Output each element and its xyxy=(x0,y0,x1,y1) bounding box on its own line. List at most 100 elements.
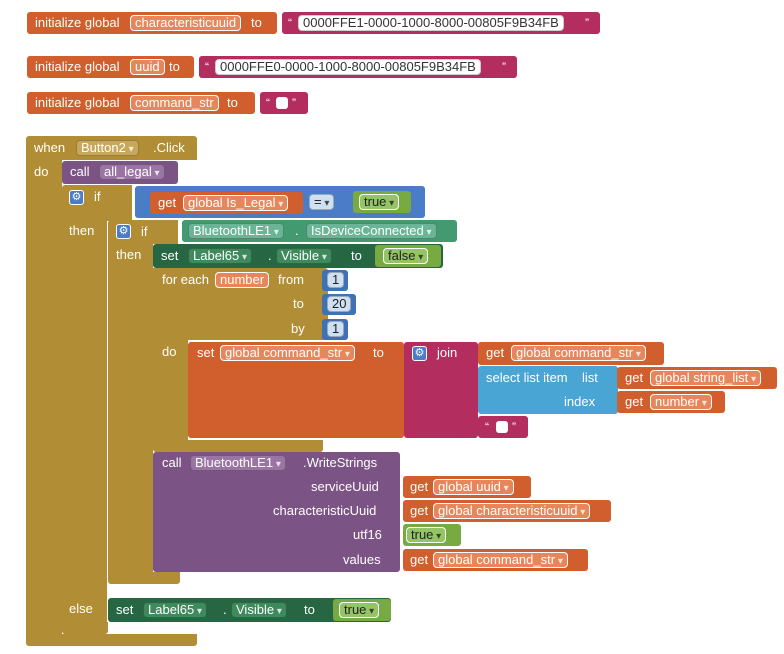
dot-label: . xyxy=(223,602,227,617)
is-device-connected-block[interactable]: BluetoothLE1 . IsDeviceConnected xyxy=(182,220,457,242)
from-number-block[interactable]: 1 xyxy=(322,270,348,291)
empty-string-block[interactable]: “ ” xyxy=(260,92,308,114)
true-block[interactable]: true xyxy=(353,191,411,213)
global-name-field[interactable]: characteristicuuid xyxy=(130,15,242,31)
property-dropdown[interactable]: IsDeviceConnected xyxy=(306,223,437,239)
procedure-dropdown[interactable]: all_legal xyxy=(99,164,165,180)
index-label: index xyxy=(564,394,596,409)
by-number-block[interactable]: 1 xyxy=(322,319,348,340)
get-label: get xyxy=(410,503,429,518)
init-global-command-str-block[interactable]: initialize global command_str to xyxy=(27,92,255,114)
join-block[interactable]: ⚙ join xyxy=(404,342,478,438)
component-dropdown[interactable]: Button2 xyxy=(76,140,139,156)
get-characteristicuuid-block[interactable]: get global characteristicuuid xyxy=(403,500,611,522)
init-keyword: initialize global xyxy=(35,95,120,110)
service-uuid-label: serviceUuid xyxy=(311,479,379,494)
to-label: to xyxy=(304,602,315,617)
empty-string-value[interactable] xyxy=(276,97,288,109)
get-command-str-block[interactable]: get global command_str xyxy=(478,342,664,365)
call-label: call xyxy=(70,164,90,179)
for-each-block[interactable]: for each number from to by xyxy=(153,268,328,340)
true-block[interactable]: true xyxy=(333,599,391,621)
mutator-gear-icon[interactable]: ⚙ xyxy=(116,224,131,239)
mutator-gear-icon[interactable]: ⚙ xyxy=(69,190,84,205)
utf16-true-block[interactable]: true xyxy=(403,524,461,546)
variable-dropdown[interactable]: global Is_Legal xyxy=(183,195,289,211)
quote-open: “ xyxy=(266,96,270,110)
variable-dropdown[interactable]: global command_str xyxy=(511,345,646,361)
boolean-dropdown[interactable]: true xyxy=(406,527,447,543)
component-dropdown[interactable]: BluetoothLE1 xyxy=(188,223,284,239)
string-value[interactable]: 0000FFE1-0000-1000-8000-00805F9B34FB xyxy=(298,15,564,31)
variable-dropdown[interactable]: global characteristicuuid xyxy=(433,503,591,519)
property-dropdown[interactable]: Visible xyxy=(276,248,332,264)
get-label: get xyxy=(625,370,644,385)
string-block[interactable]: “ 0000FFE1-0000-1000-8000-00805F9B34FB ” xyxy=(282,12,600,34)
boolean-dropdown[interactable]: true xyxy=(359,194,400,210)
for-each-label: for each xyxy=(162,272,209,287)
call-label: call xyxy=(162,455,182,470)
empty-string-value[interactable] xyxy=(496,421,508,433)
method-label: .WriteStrings xyxy=(303,455,378,470)
quote-close: ” xyxy=(512,420,516,434)
do-label: do xyxy=(162,344,177,359)
dot-label: . xyxy=(295,223,299,238)
false-block[interactable]: false xyxy=(375,245,441,267)
boolean-dropdown[interactable]: true xyxy=(339,602,380,618)
utf16-label: utf16 xyxy=(353,527,382,542)
init-global-characteristicuuid-block[interactable]: initialize global characteristicuuid to xyxy=(27,12,277,34)
compare-block[interactable]: get global Is_Legal = true xyxy=(135,186,425,218)
set-command-str-block[interactable]: set global command_str to xyxy=(188,342,404,438)
quote-close: ” xyxy=(292,96,296,110)
operator-dropdown[interactable]: = xyxy=(309,194,335,210)
write-strings-block[interactable]: call BluetoothLE1 .WriteStrings serviceU… xyxy=(153,452,400,572)
quote-close: ” xyxy=(585,16,589,30)
variable-dropdown[interactable]: global uuid xyxy=(433,479,514,495)
select-list-item-block[interactable]: select list item list index xyxy=(478,366,618,414)
call-all-legal-block[interactable]: call all_legal xyxy=(62,161,178,184)
variable-dropdown[interactable]: global string_list xyxy=(650,370,762,386)
if-block-1-header[interactable]: ⚙ if xyxy=(62,185,132,221)
for-each-spine: do xyxy=(153,340,188,445)
event-block-body: do xyxy=(26,160,62,636)
by-label: by xyxy=(291,321,305,336)
string-block[interactable]: “ 0000FFE0-0000-1000-8000-00805F9B34FB ” xyxy=(199,56,517,78)
get-string-list-block[interactable]: get global string_list xyxy=(617,367,777,389)
if-block-2-header[interactable]: ⚙ if xyxy=(108,220,178,244)
get-is-legal-block[interactable]: get global Is_Legal xyxy=(150,192,303,214)
variable-dropdown[interactable]: global command_str xyxy=(220,345,355,361)
init-keyword: initialize global xyxy=(35,59,120,74)
event-block-header[interactable]: when Button2 .Click xyxy=(26,136,197,160)
get-uuid-block[interactable]: get global uuid xyxy=(403,476,531,498)
boolean-dropdown[interactable]: false xyxy=(383,248,429,264)
component-dropdown[interactable]: Label65 xyxy=(143,602,208,618)
set-label: set xyxy=(161,248,179,263)
component-dropdown[interactable]: BluetoothLE1 xyxy=(190,455,286,471)
to-number-block[interactable]: 20 xyxy=(322,294,356,315)
loop-variable-field[interactable]: number xyxy=(215,272,270,288)
if-block-2-footer xyxy=(108,572,180,584)
property-dropdown[interactable]: Visible xyxy=(231,602,287,618)
number-field[interactable]: 20 xyxy=(327,296,352,312)
init-global-uuid-block[interactable]: initialize global uuid to xyxy=(27,56,194,78)
get-number-block[interactable]: get number xyxy=(617,391,725,413)
variable-dropdown[interactable]: number xyxy=(650,394,712,410)
string-value[interactable]: 0000FFE0-0000-1000-8000-00805F9B34FB xyxy=(215,59,481,75)
to-label: to xyxy=(227,95,238,110)
variable-dropdown[interactable]: global command_str xyxy=(433,552,568,568)
mutator-gear-icon[interactable]: ⚙ xyxy=(412,346,427,361)
global-name-field[interactable]: uuid xyxy=(130,59,165,75)
global-name-field[interactable]: command_str xyxy=(130,95,219,111)
number-field[interactable]: 1 xyxy=(327,321,345,337)
get-label: get xyxy=(158,195,177,210)
set-visible-false-block[interactable]: set Label65 . Visible to false xyxy=(153,244,443,268)
component-dropdown[interactable]: Label65 xyxy=(188,248,253,264)
set-visible-true-block[interactable]: set Label65 . Visible to true xyxy=(108,598,391,622)
get-command-str-values-block[interactable]: get global command_str xyxy=(403,549,588,571)
number-field[interactable]: 1 xyxy=(327,272,345,288)
then-label: then xyxy=(116,247,142,262)
if-label: if xyxy=(141,224,148,239)
quote-open: “ xyxy=(288,16,292,30)
empty-string-block[interactable]: “ ” xyxy=(478,416,528,438)
if-block-2-spine: then xyxy=(108,244,153,574)
